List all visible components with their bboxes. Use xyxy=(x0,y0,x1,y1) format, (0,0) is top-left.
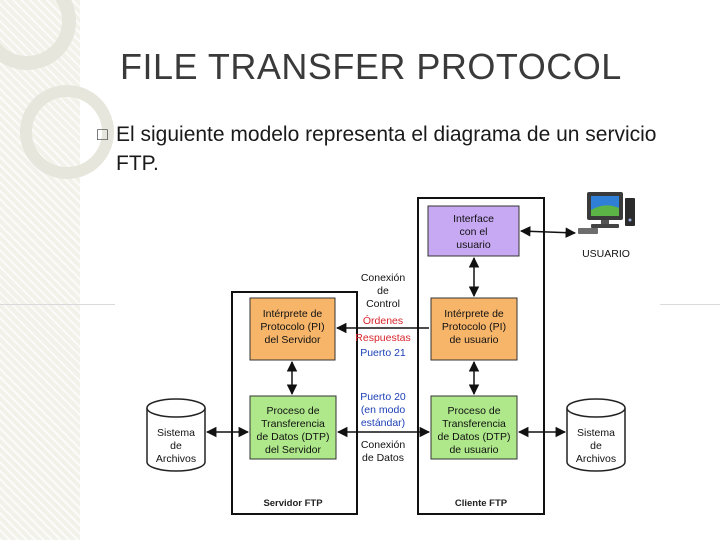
decorative-background xyxy=(0,0,80,540)
client-label: Cliente FTP xyxy=(455,498,508,509)
svg-text:de: de xyxy=(170,440,182,452)
node-pi-server: Intérprete de Protocolo (PI) del Servido… xyxy=(249,297,336,361)
commands-label: Órdenes xyxy=(363,314,403,327)
data-connection-label: Conexión de Datos xyxy=(361,439,406,464)
svg-text:Conexión: Conexión xyxy=(361,439,406,451)
svg-text:Protocolo (PI): Protocolo (PI) xyxy=(442,321,506,333)
svg-text:de Datos (DTP): de Datos (DTP) xyxy=(257,431,330,443)
svg-text:Transferencia: Transferencia xyxy=(261,418,325,430)
svg-text:Puerto 20: Puerto 20 xyxy=(360,391,406,403)
node-pi-user: Intérprete de Protocolo (PI) de usuario xyxy=(430,297,518,361)
svg-text:de: de xyxy=(377,285,389,297)
svg-text:de: de xyxy=(590,440,602,452)
node-dtp-user: Proceso de Transferencia de Datos (DTP) … xyxy=(430,395,518,460)
node-interface: Interface con el usuario xyxy=(427,205,520,257)
slide-title: FILE TRANSFER PROTOCOL xyxy=(120,46,622,87)
control-connection-label: Conexión de Control xyxy=(361,272,406,310)
bullet-icon: □ xyxy=(97,124,108,144)
svg-text:usuario: usuario xyxy=(456,239,491,251)
svg-text:estándar): estándar) xyxy=(361,417,405,429)
svg-text:de usuario: de usuario xyxy=(449,444,498,456)
ftp-diagram: Servidor FTP Cliente FTP Interface con e… xyxy=(115,184,660,528)
svg-text:del Servidor: del Servidor xyxy=(265,444,322,456)
svg-text:Proceso de: Proceso de xyxy=(447,405,500,417)
computer-icon xyxy=(578,192,635,234)
node-dtp-server: Proceso de Transferencia de Datos (DTP) … xyxy=(249,395,337,460)
connector-arrows xyxy=(205,226,577,438)
client-frame: Cliente FTP xyxy=(417,197,545,515)
user-label: USUARIO xyxy=(582,248,630,260)
arrow-interface-user xyxy=(519,226,577,238)
responses-label: Respuestas xyxy=(355,332,410,344)
port21-label: Puerto 21 xyxy=(360,347,406,359)
svg-text:Conexión: Conexión xyxy=(361,272,406,284)
svg-text:Proceso de: Proceso de xyxy=(266,405,319,417)
svg-text:Protocolo (PI): Protocolo (PI) xyxy=(260,321,324,333)
svg-text:Intérprete de: Intérprete de xyxy=(263,308,323,320)
svg-text:de Datos: de Datos xyxy=(362,452,404,464)
svg-text:del Servidor: del Servidor xyxy=(264,334,321,346)
svg-text:Archivos: Archivos xyxy=(576,453,616,465)
svg-text:Control: Control xyxy=(366,298,400,310)
node-fs-user: Sistema de Archivos xyxy=(566,398,626,472)
svg-text:de Datos (DTP): de Datos (DTP) xyxy=(438,431,511,443)
svg-text:Sistema: Sistema xyxy=(157,427,195,439)
svg-text:con el: con el xyxy=(459,226,487,238)
svg-text:Interface: Interface xyxy=(453,213,494,225)
intro-text: El siguiente modelo representa el diagra… xyxy=(116,123,657,175)
svg-text:Intérprete de: Intérprete de xyxy=(444,308,504,320)
port20-label: Puerto 20 (en modo estándar) xyxy=(360,391,406,429)
server-frame: Servidor FTP xyxy=(231,291,358,515)
svg-text:Transferencia: Transferencia xyxy=(442,418,506,430)
svg-text:de usuario: de usuario xyxy=(449,334,498,346)
svg-text:Sistema: Sistema xyxy=(577,427,615,439)
svg-text:(en modo: (en modo xyxy=(361,404,406,416)
server-label: Servidor FTP xyxy=(263,498,323,509)
svg-text:Archivos: Archivos xyxy=(156,453,196,465)
node-fs-server: Sistema de Archivos xyxy=(146,398,206,472)
